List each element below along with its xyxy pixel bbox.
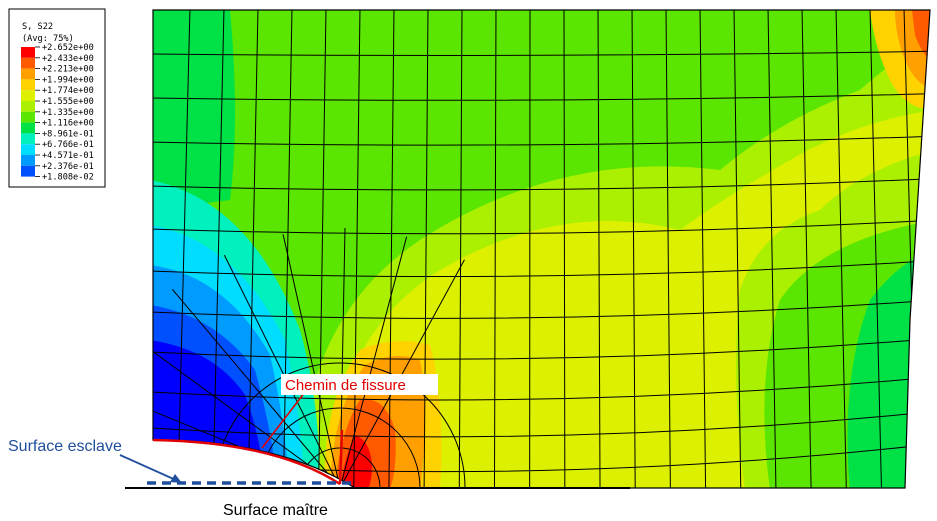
- legend-label: +8.961e-01: [42, 129, 94, 139]
- mesh-line: [699, 10, 707, 488]
- mesh-line: [153, 299, 930, 319]
- mesh-line: [153, 93, 930, 101]
- legend-label: +2.433e+00: [42, 54, 94, 64]
- mesh-line: [282, 10, 293, 488]
- legend-swatch: [21, 165, 35, 177]
- legend-label: +1.116e+00: [42, 119, 94, 129]
- mesh-line: [801, 10, 812, 488]
- mesh-line: [733, 10, 742, 488]
- mesh-line: [177, 10, 191, 488]
- slave-surface-arrowhead: [170, 474, 182, 483]
- crack-path-line: [338, 429, 344, 485]
- master-surface-label: Surface maître: [223, 502, 328, 519]
- mesh-line: [212, 10, 225, 488]
- crack-path-label-bg: [281, 374, 438, 395]
- mesh-line: [767, 10, 777, 488]
- mesh-line: [339, 236, 408, 488]
- legend-label: +1.994e+00: [42, 75, 94, 85]
- mesh-line: [153, 178, 930, 191]
- legend-swatch: [21, 133, 35, 145]
- legend-swatch: [21, 57, 35, 69]
- legend-swatch: [21, 90, 35, 101]
- mesh-line: [458, 10, 463, 488]
- legend-swatch: [21, 155, 35, 166]
- legend-label: +2.652e+00: [42, 43, 94, 53]
- legend-swatch: [21, 111, 35, 123]
- slave-surface-arrow: [119, 454, 179, 482]
- contour-field: [153, 10, 930, 488]
- mesh-line: [423, 10, 429, 488]
- mesh-line: [597, 10, 601, 488]
- slave-surface-label: Surface esclave: [8, 438, 122, 455]
- legend-label: +2.376e-01: [42, 162, 94, 172]
- legend-title: S, S22: [22, 22, 53, 32]
- mesh-line: [869, 10, 883, 488]
- legend-entries: +2.652e+00+2.433e+00+2.213e+00+1.994e+00…: [21, 43, 94, 183]
- crack-path-label: Chemin de fissure: [285, 377, 406, 394]
- legend-label: +4.571e-01: [42, 151, 94, 161]
- mesh-line: [665, 10, 671, 488]
- legend-swatch: [21, 144, 35, 155]
- legend-label: +1.808e-02: [42, 173, 94, 183]
- mesh-line: [563, 10, 566, 488]
- contour-band-top-left: [153, 10, 235, 210]
- legend-swatch: [21, 101, 35, 112]
- mesh-line: [339, 259, 465, 488]
- mesh-line: [353, 10, 361, 488]
- mesh-line: [835, 10, 847, 488]
- slave-surface-curve: [152, 438, 341, 486]
- crack-path-leader: [261, 391, 306, 449]
- mesh-line: [153, 334, 341, 488]
- mesh-line: [493, 10, 497, 488]
- legend-label: +1.335e+00: [42, 108, 94, 118]
- mesh-line: [223, 254, 341, 488]
- legend-label: +1.555e+00: [42, 97, 94, 107]
- legend-swatch: [21, 122, 35, 134]
- legend-label: +6.766e-01: [42, 140, 94, 150]
- legend-label: +1.774e+00: [42, 86, 94, 96]
- mesh-line: [247, 10, 259, 488]
- legend-swatch: [21, 68, 35, 80]
- mesh-line: [282, 234, 341, 488]
- mesh-line: [153, 260, 930, 278]
- legend-subtitle: (Avg: 75%): [22, 34, 74, 44]
- mesh-line: [171, 288, 341, 488]
- mesh-line: [318, 10, 327, 488]
- mesh-line: [214, 362, 466, 488]
- mesh-line: [153, 337, 930, 360]
- mesh-line: [153, 376, 930, 401]
- mesh-line: [153, 410, 930, 438]
- legend-swatch: [21, 47, 35, 58]
- legend-swatch: [21, 79, 35, 91]
- mesh-line: [153, 50, 930, 56]
- legend-label: +2.213e+00: [42, 65, 94, 75]
- mesh-line: [153, 135, 930, 146]
- contour-band-yellow: [330, 110, 930, 488]
- mesh-line: [631, 10, 636, 488]
- mesh-line: [153, 219, 930, 235]
- legend: S, S22 (Avg: 75%) +2.652e+00+2.433e+00+2…: [8, 8, 106, 188]
